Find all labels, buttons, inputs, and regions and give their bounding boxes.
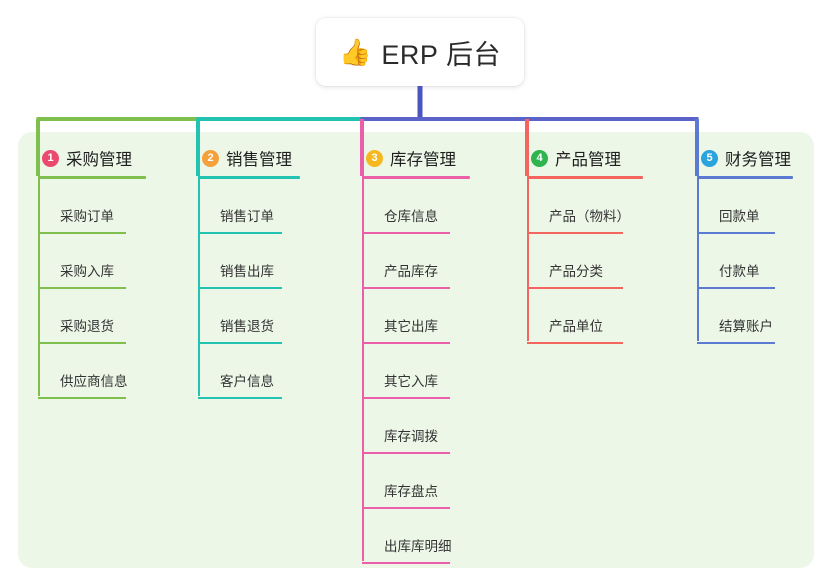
- leaf-label: 采购订单: [60, 209, 114, 224]
- leaf-rule: [198, 287, 282, 289]
- diagram-panel: [18, 132, 814, 568]
- column-header-rule-5: [697, 176, 793, 179]
- column-4: 4 产品管理产品（物料） 产品分类产品单位: [527, 146, 643, 344]
- leaf-item[interactable]: 库存调拨: [362, 399, 470, 454]
- root-node-card[interactable]: 👍 ERP 后台: [316, 18, 524, 86]
- leaf-rule: [362, 452, 450, 454]
- column-header-rule-1: [38, 176, 146, 179]
- leaf-label: 采购入库: [60, 264, 114, 279]
- leaf-item[interactable]: 出库库明细: [362, 509, 470, 564]
- column-header-rule-2: [198, 176, 300, 179]
- column-badge-1: 1: [42, 149, 59, 167]
- column-header-3[interactable]: 3 库存管理: [362, 146, 470, 170]
- root-node-title: ERP 后台: [381, 39, 501, 70]
- leaf-label: 供应商信息: [60, 374, 128, 389]
- column-badge-5: 5: [701, 149, 718, 167]
- leaf-rule: [527, 342, 623, 344]
- leaf-label: 销售订单: [220, 209, 274, 224]
- leaf-item[interactable]: 销售退货: [198, 289, 300, 344]
- leaf-label: 回款单: [719, 209, 760, 224]
- leaf-label: 其它入库: [384, 374, 438, 389]
- leaf-item[interactable]: 仓库信息: [362, 179, 470, 234]
- leaf-label: 产品分类: [549, 264, 603, 279]
- leaf-label: 销售退货: [220, 319, 274, 334]
- leaf-item[interactable]: 产品库存: [362, 234, 470, 289]
- leaf-rule: [198, 232, 282, 234]
- leaf-item[interactable]: 产品（物料）: [527, 179, 643, 234]
- column-title-5: 财务管理: [725, 151, 791, 169]
- leaf-rule: [38, 287, 126, 289]
- column-header-rule-3: [362, 176, 470, 179]
- leaf-label: 产品库存: [384, 264, 438, 279]
- leaf-rule: [362, 507, 450, 509]
- leaf-item[interactable]: 库存盘点: [362, 454, 470, 509]
- column-title-3: 库存管理: [390, 151, 456, 169]
- leaf-rule: [362, 232, 450, 234]
- column-3: 3 库存管理仓库信息产品库存其它出库其它入库库存调拨库存盘点出库库明细: [362, 146, 470, 564]
- leaf-item[interactable]: 客户信息: [198, 344, 300, 399]
- column-2: 2 销售管理销售订单销售出库销售退货客户信息: [198, 146, 300, 399]
- column-5: 5 财务管理回款单付款单结算账户: [697, 146, 793, 344]
- column-header-5[interactable]: 5 财务管理: [697, 146, 793, 170]
- leaf-rule: [697, 287, 775, 289]
- leaf-label: 产品（物料）: [549, 209, 630, 224]
- leaf-item[interactable]: 销售出库: [198, 234, 300, 289]
- leaf-item[interactable]: 付款单: [697, 234, 793, 289]
- leaf-label: 其它出库: [384, 319, 438, 334]
- leaf-item[interactable]: 销售订单: [198, 179, 300, 234]
- leaf-item[interactable]: 采购入库: [38, 234, 146, 289]
- leaf-rule: [198, 342, 282, 344]
- leaf-rule: [362, 397, 450, 399]
- column-header-4[interactable]: 4 产品管理: [527, 146, 643, 170]
- leaf-item[interactable]: 结算账户: [697, 289, 793, 344]
- leaf-rule: [38, 232, 126, 234]
- leaf-item[interactable]: 回款单: [697, 179, 793, 234]
- leaf-item[interactable]: 其它出库: [362, 289, 470, 344]
- leaf-label: 销售出库: [220, 264, 274, 279]
- leaf-rule: [697, 342, 775, 344]
- leaf-rule: [198, 397, 282, 399]
- column-header-rule-4: [527, 176, 643, 179]
- leaf-rule: [697, 232, 775, 234]
- column-badge-2: 2: [202, 149, 219, 167]
- leaf-rule: [527, 287, 623, 289]
- leaf-item[interactable]: 产品分类: [527, 234, 643, 289]
- column-badge-4: 4: [531, 149, 548, 167]
- leaf-label: 产品单位: [549, 319, 603, 334]
- leaf-rule: [362, 287, 450, 289]
- leaf-rule: [38, 342, 126, 344]
- leaf-item[interactable]: 供应商信息: [38, 344, 146, 399]
- leaf-rule: [362, 562, 450, 564]
- leaf-label: 结算账户: [719, 319, 773, 334]
- column-badge-3: 3: [366, 149, 383, 167]
- leaf-item[interactable]: 采购订单: [38, 179, 146, 234]
- leaf-item[interactable]: 其它入库: [362, 344, 470, 399]
- column-header-1[interactable]: 1 采购管理: [38, 146, 146, 170]
- column-title-4: 产品管理: [555, 151, 621, 169]
- thumbs-up-emoji: 👍: [339, 37, 372, 67]
- column-header-2[interactable]: 2 销售管理: [198, 146, 300, 170]
- leaf-label: 库存盘点: [384, 484, 438, 499]
- leaf-rule: [527, 232, 623, 234]
- leaf-label: 库存调拨: [384, 429, 438, 444]
- column-1: 1 采购管理采购订单采购入库采购退货供应商信息: [38, 146, 146, 399]
- column-title-1: 采购管理: [66, 151, 132, 169]
- leaf-item[interactable]: 产品单位: [527, 289, 643, 344]
- leaf-rule: [38, 397, 126, 399]
- leaf-label: 采购退货: [60, 319, 114, 334]
- leaf-label: 出库库明细: [384, 539, 452, 554]
- leaf-rule: [362, 342, 450, 344]
- leaf-item[interactable]: 采购退货: [38, 289, 146, 344]
- column-title-2: 销售管理: [226, 151, 292, 169]
- leaf-label: 仓库信息: [384, 209, 438, 224]
- leaf-label: 客户信息: [220, 374, 274, 389]
- leaf-label: 付款单: [719, 264, 760, 279]
